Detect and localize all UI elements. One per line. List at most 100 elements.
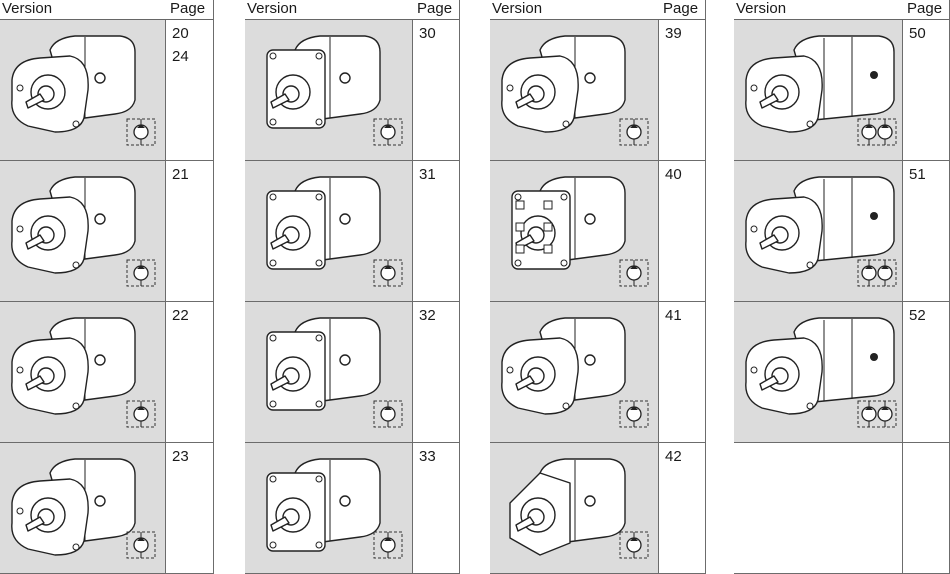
header-rule <box>490 19 706 20</box>
double-pump-symbol-icon <box>857 259 897 287</box>
version-image-cell <box>0 161 165 302</box>
pump-square-flange-icon <box>266 35 381 129</box>
page-number: 52 <box>909 307 926 324</box>
version-header: Version <box>736 0 787 17</box>
version-image-cell <box>490 20 658 161</box>
page-number: 32 <box>419 307 436 324</box>
page-cell <box>902 443 950 574</box>
column-divider <box>213 0 214 574</box>
page-cell: 23 <box>165 443 214 574</box>
pump-symbol-icon <box>126 531 156 559</box>
page-number: 21 <box>172 166 189 183</box>
pump-drawing <box>745 35 897 146</box>
version-image-cell <box>245 302 412 443</box>
page-cell: 39 <box>658 20 706 161</box>
page-number: 23 <box>172 448 189 465</box>
page-cell: 50 <box>902 20 950 161</box>
page-number: 50 <box>909 25 926 42</box>
version-image-cell <box>734 302 902 443</box>
page-header: Page <box>663 0 699 17</box>
page-cell: 32 <box>412 302 460 443</box>
version-image-cell <box>245 443 412 574</box>
double-pump-symbol-icon <box>857 400 897 428</box>
page-number: 31 <box>419 166 436 183</box>
version-image-cell <box>490 161 658 302</box>
page-number: 41 <box>665 307 682 324</box>
column-divider <box>705 0 706 574</box>
pump-symbol-icon <box>619 118 649 146</box>
pump-drawing <box>266 176 403 287</box>
page-cell: 42 <box>658 443 706 574</box>
tandem-pump-large-icon <box>745 317 895 415</box>
page-number: 22 <box>172 307 189 324</box>
pump-drawing <box>11 35 156 146</box>
header-rule <box>0 19 214 20</box>
version-image-cell <box>0 443 165 574</box>
pump-drawing <box>266 317 403 428</box>
pump-drawing <box>745 176 897 287</box>
version-header: Version <box>2 0 53 17</box>
page-cell: 40 <box>658 161 706 302</box>
header-rule <box>734 19 950 20</box>
pump-round-flange-plain-icon <box>11 458 136 556</box>
tandem-pump-icon <box>745 176 895 274</box>
version-image-cell <box>734 443 902 574</box>
pump-oval-flange-icon <box>501 35 626 133</box>
version-header: Version <box>492 0 543 17</box>
pump-round-flange-keyed-icon <box>11 176 136 274</box>
pump-rect-flange-icon <box>266 317 381 411</box>
pump-rect-flange-icon <box>266 458 381 552</box>
pump-gear-adapter-icon <box>511 176 626 270</box>
double-pump-symbol-icon <box>857 118 897 146</box>
page-cell: 31 <box>412 161 460 302</box>
pump-drawing <box>509 458 649 559</box>
pump-drawing <box>266 458 403 559</box>
pump-symbol-icon <box>619 259 649 287</box>
pump-drawing <box>511 176 649 287</box>
pump-square-flange-icon <box>266 176 381 270</box>
pump-drawing <box>11 317 156 428</box>
page-cell: 51 <box>902 161 950 302</box>
version-image-cell <box>0 302 165 443</box>
version-image-cell <box>245 161 412 302</box>
pump-symbol-icon <box>126 400 156 428</box>
version-image-cell <box>245 20 412 161</box>
pump-symbol-icon <box>373 259 403 287</box>
pump-drawing <box>501 317 649 428</box>
page-number: 40 <box>665 166 682 183</box>
page-number: 42 <box>665 448 682 465</box>
version-image-cell <box>0 20 165 161</box>
pump-drawing <box>266 35 403 146</box>
header-rule <box>245 19 460 20</box>
pump-hex-nut-icon <box>509 458 626 556</box>
page-cell: 30 <box>412 20 460 161</box>
tandem-pump-icon <box>745 35 895 133</box>
pump-round-flange-keyed-icon <box>11 35 136 133</box>
page-header: Page <box>170 0 206 17</box>
version-image-cell <box>734 161 902 302</box>
pump-symbol-icon <box>373 118 403 146</box>
pump-drawing <box>501 35 649 146</box>
page-header: Page <box>417 0 453 17</box>
page-number: 33 <box>419 448 436 465</box>
pump-round-flange-plain-icon <box>11 317 136 415</box>
page-number: 39 <box>665 25 682 42</box>
page-number: 24 <box>172 48 189 65</box>
column-divider <box>459 0 460 574</box>
version-image-cell <box>734 20 902 161</box>
pump-symbol-icon <box>619 531 649 559</box>
version-image-cell <box>490 302 658 443</box>
pump-oval-flange-icon <box>501 317 626 415</box>
page-cell: 22 <box>165 302 214 443</box>
pump-symbol-icon <box>126 259 156 287</box>
page-number: 20 <box>172 25 189 42</box>
pump-symbol-icon <box>373 400 403 428</box>
page-header: Page <box>907 0 943 17</box>
pump-symbol-icon <box>619 400 649 428</box>
version-image-cell <box>490 443 658 574</box>
page-cell: 52 <box>902 302 950 443</box>
pump-drawing <box>11 176 156 287</box>
pump-drawing <box>745 317 897 428</box>
version-header: Version <box>247 0 298 17</box>
